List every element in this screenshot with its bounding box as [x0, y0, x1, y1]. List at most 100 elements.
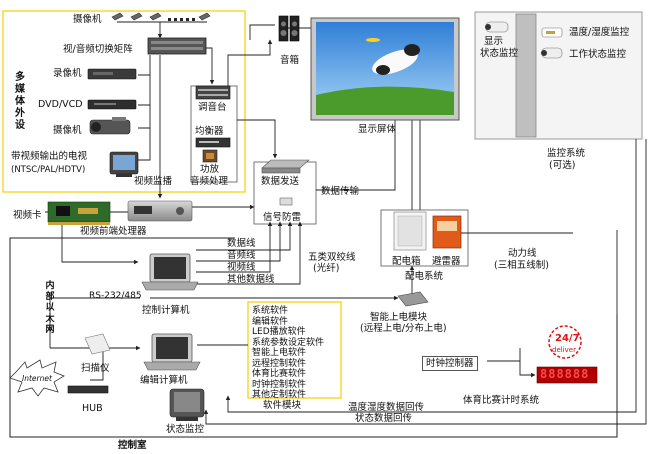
video-processor-icon — [127, 200, 193, 222]
security-camera-icon — [485, 21, 509, 33]
display-status-label: 显示 — [484, 36, 504, 47]
speaker-label: 音箱 — [280, 55, 300, 66]
digit-display-bg — [536, 366, 598, 384]
smart-module-icon — [397, 291, 429, 307]
matrix-icon — [147, 37, 207, 55]
work-camera-icon — [541, 47, 563, 59]
software-item: 体育比赛软件 — [252, 369, 307, 379]
edit-pc-icon — [143, 333, 201, 371]
internet-label: Internet — [22, 374, 52, 383]
cable-video — [196, 221, 273, 273]
sender-to-screen-line — [316, 109, 423, 191]
scanner-label: 扫描仪 — [81, 363, 110, 374]
twisted-pair-label: 五类双绞线 — [308, 252, 356, 263]
video-processor-label: 视频前端处理器 — [80, 226, 147, 237]
hub-icon — [67, 385, 109, 394]
smart-module-label: 智能上电模块 — [370, 312, 428, 323]
vcr-label: 录像机 — [53, 68, 82, 79]
control-room-label: 控制室 — [118, 440, 147, 451]
display-status-label-2: 状态监控 — [480, 48, 519, 59]
display-screen-icon — [310, 17, 460, 121]
control-pc-label: 控制计算机 — [142, 305, 190, 316]
camera-top-label: 摄像机 — [73, 14, 102, 25]
cable-data — [196, 221, 293, 251]
matrix-to-audio-line — [205, 47, 215, 85]
control-room-border — [9, 237, 618, 438]
sensor-icon — [541, 27, 563, 38]
clock-logo-icon — [548, 325, 582, 359]
status-monitor-label: 状态监控 — [166, 424, 205, 435]
cable-video-label: 视频线 — [227, 262, 256, 273]
control-pc-icon — [141, 253, 199, 291]
software-item: 系统参数设定软件 — [252, 337, 325, 348]
clock-logo-word: deliver — [552, 346, 576, 354]
equalizer-label: 均衡器 — [195, 126, 224, 137]
camera-dots — [168, 18, 195, 21]
power-system-label: 配电系统 — [405, 271, 444, 282]
status-monitor-icon — [169, 388, 205, 421]
cable-data-label: 数据线 — [227, 238, 256, 249]
speaker-top-line — [249, 24, 275, 40]
data-transfer-label: 数据传输 — [321, 186, 360, 197]
audio-to-speaker-line — [227, 39, 273, 86]
lightning-label: 信号防雷 — [263, 212, 302, 223]
work-status-label: 工作状态监控 — [569, 49, 627, 60]
amplifier-label: 功放 — [200, 164, 220, 175]
intranet-label: 内部以太网 — [45, 281, 55, 335]
power-cabinet-icon — [393, 211, 427, 251]
display-screen-label: 显示屏体 — [358, 124, 397, 135]
software-item: 智能上电软件 — [252, 348, 307, 358]
power-box — [380, 209, 469, 267]
equalizer-icon — [195, 137, 231, 148]
amplifier-icon — [202, 149, 218, 163]
power-to-screen-lines — [411, 118, 421, 210]
monitor-optional-label: (可选) — [549, 160, 576, 171]
temp-humidity-label: 温度/湿度监控 — [569, 27, 630, 38]
dvd-label: DVD/VCD — [38, 99, 83, 110]
camcorder-label: 摄像机 — [53, 125, 82, 136]
monitor-system-label: 监控系统 — [547, 148, 586, 159]
software-item: 时钟控制软件 — [252, 379, 307, 390]
arrester-icon — [432, 215, 462, 249]
camera-icons — [111, 12, 211, 21]
monitor-rack — [515, 13, 537, 138]
status-return-line — [203, 139, 647, 425]
video-card-icon — [47, 201, 111, 225]
hub-label: HUB — [82, 403, 103, 414]
dvd-icon — [87, 99, 137, 110]
clock-logo-num: 24/7 — [555, 333, 580, 344]
temp-return-line — [225, 139, 637, 413]
internet-icon — [9, 359, 65, 397]
sports-timing-label: 体育比赛计时系统 — [463, 395, 540, 406]
hub-line — [90, 348, 104, 381]
software-item: 其他定制软件 — [252, 390, 307, 400]
mixer-icon — [195, 85, 231, 100]
status-return-label: 状态数据回传 — [355, 413, 413, 424]
software-item: 系统软件 — [252, 306, 289, 316]
multimedia-group-label: 多媒体外设 — [15, 72, 25, 131]
clock-controller-label: 时钟控制器 — [422, 356, 478, 371]
power-line-label: 动力线 — [508, 248, 537, 259]
fiber-label: (光纤) — [313, 263, 340, 274]
clock-to-logo-line — [487, 348, 521, 362]
clock-to-digits-line — [519, 361, 536, 378]
matrix-label: 视/音频切换矩阵 — [63, 44, 133, 55]
software-item: LED播放软件 — [252, 327, 306, 337]
multimedia-box — [2, 10, 246, 193]
cabinet-label: 配电箱 — [392, 256, 421, 267]
cable-audio-label: 音频线 — [227, 250, 256, 261]
cable-other — [196, 221, 303, 285]
edit-pc-label: 编辑计算机 — [140, 375, 188, 386]
data-send-label: 数据发送 — [261, 176, 300, 187]
tv-formats-label: (NTSC/PAL/HDTV) — [11, 165, 86, 175]
software-box — [247, 301, 342, 399]
video-card-label: 视频卡 — [13, 210, 42, 221]
mixer-label: 调音台 — [198, 102, 227, 113]
audio-processing-label: 音频处理 — [190, 176, 229, 187]
software-item: 编辑软件 — [252, 316, 289, 327]
sender-icon — [261, 159, 310, 206]
audio-to-sender-line — [237, 119, 278, 159]
three-phase-label: (三相五线制) — [494, 260, 549, 271]
